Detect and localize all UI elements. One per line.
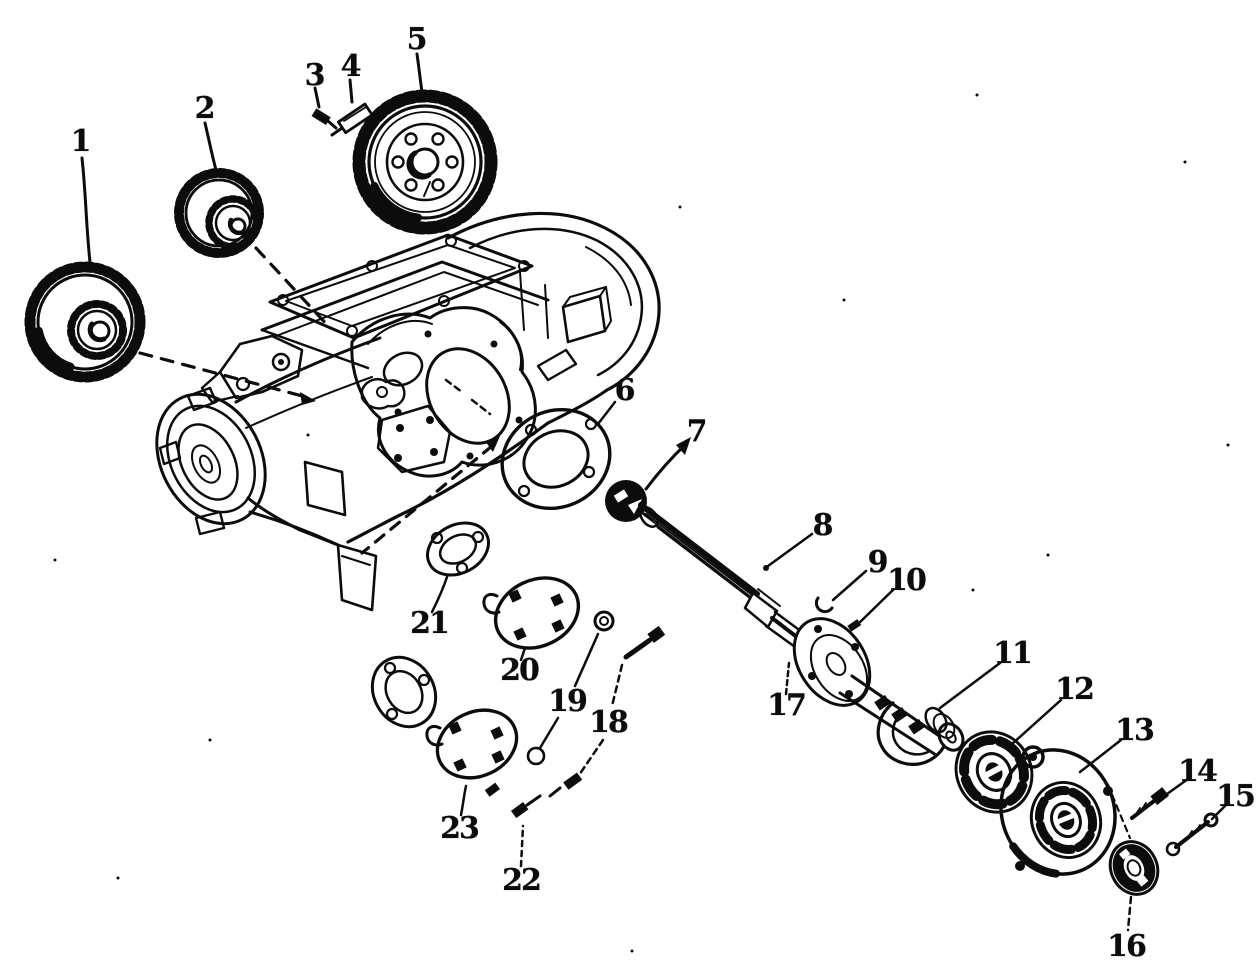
lower-gasket <box>370 655 438 729</box>
callout-8: 8 <box>812 508 834 543</box>
leader-lines <box>80 52 1228 932</box>
cover-plate-20 <box>482 576 581 650</box>
callout-10: 10 <box>887 563 927 598</box>
bell-housing-end <box>446 211 661 425</box>
gear-1 <box>24 261 146 383</box>
callout-19: 19 <box>548 684 588 719</box>
front-boss <box>350 306 537 478</box>
callout-4: 4 <box>340 49 362 84</box>
callout-14: 14 <box>1178 754 1218 789</box>
callout-7: 7 <box>686 414 708 449</box>
callout-17: 17 <box>767 688 807 723</box>
callout-1: 1 <box>70 124 92 159</box>
key-9 <box>814 596 834 614</box>
axle-shaft-8 <box>638 502 965 766</box>
cover-plate-23 <box>425 708 519 780</box>
callout-3: 3 <box>304 58 326 93</box>
callout-9: 9 <box>867 545 889 580</box>
callout-23: 23 <box>440 811 480 846</box>
bolt-3 <box>311 108 338 130</box>
pin-4 <box>330 102 374 137</box>
gasket-ring-6 <box>500 407 612 511</box>
callout-21: 21 <box>410 606 450 641</box>
bolt-22 <box>484 782 542 819</box>
spacer-11 <box>924 706 956 739</box>
gasket-21 <box>426 521 490 577</box>
paper-speckles <box>53 93 1230 953</box>
callout-12: 12 <box>1055 672 1095 707</box>
gear-2 <box>174 168 264 258</box>
callout-18: 18 <box>589 705 629 740</box>
callout-5: 5 <box>406 22 428 57</box>
bearing-7 <box>605 480 654 522</box>
bolt-18 <box>548 625 666 798</box>
stud-15 <box>1165 812 1219 857</box>
callout-16: 16 <box>1107 929 1147 964</box>
oil-seal-16 <box>1108 840 1160 896</box>
shaft-flange-17 <box>792 617 872 707</box>
mounting-bracket <box>200 334 304 404</box>
ball-bearing-12 <box>954 730 1034 814</box>
gear-5 <box>352 89 498 235</box>
bearing-retainer-13 <box>996 745 1120 879</box>
callout-13: 13 <box>1115 713 1155 748</box>
callout-22: 22 <box>502 863 542 898</box>
spacer-10 <box>847 619 862 632</box>
bolt-14 <box>1130 787 1169 820</box>
callout-11: 11 <box>993 636 1033 671</box>
callout-6: 6 <box>614 373 636 408</box>
transaxle-housing <box>155 211 661 612</box>
callout-15: 15 <box>1216 779 1256 814</box>
callout-2: 2 <box>194 91 216 126</box>
callout-20: 20 <box>500 653 540 688</box>
screw-19 <box>526 610 615 766</box>
